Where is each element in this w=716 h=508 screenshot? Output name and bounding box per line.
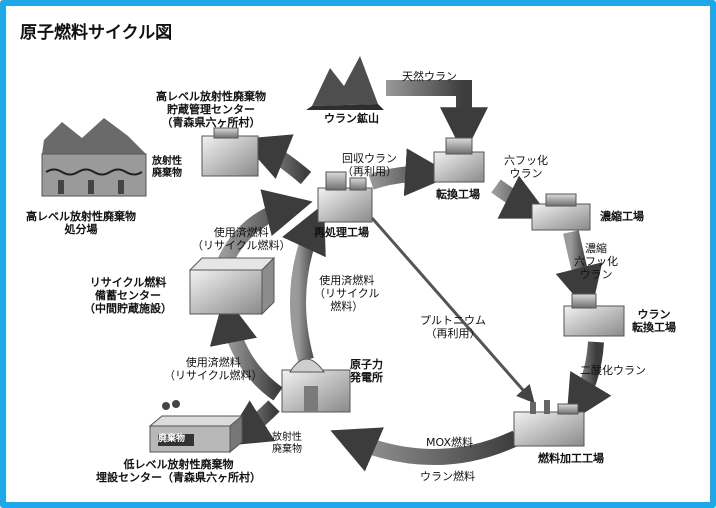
label-spent-fuel-center-line2: （リサイクル (314, 287, 380, 301)
label-recycle-storage: リサイクル燃料 備蓄センター （中間貯蔵施設） (84, 276, 172, 316)
enrichment-plant-graphic (531, 193, 591, 231)
label-recycle-storage-line3: （中間貯蔵施設） (84, 302, 172, 316)
label-high-level-storage: 高レベル放射性廃棄物 貯蔵管理センター （青森県六ヶ所村） (156, 90, 266, 130)
arrow-reprocess-to-highlevel (240, 134, 312, 185)
label-fuel-fabrication: 燃料加工工場 (538, 452, 604, 465)
label-low-level-line1: 低レベル放射性廃棄物 (123, 458, 234, 471)
recycle-storage-graphic (188, 256, 276, 316)
arrow-reconversion-to-fabrication (566, 341, 612, 425)
label-nuclear-plant: 原子力 発電所 (350, 358, 383, 384)
label-high-level-disposal-line1: 高レベル放射性廃棄物 (26, 210, 136, 223)
label-spent-fuel-upper-line1: 使用済燃料 (213, 226, 269, 239)
nuclear-plant-graphic (281, 358, 351, 413)
fuel-fabrication-graphic (513, 400, 585, 447)
label-low-level-building: 廃棄物 (158, 434, 186, 444)
label-high-level-waste-line1: 放射性 (152, 156, 182, 167)
label-radioactive-waste: 放射性 廃棄物 (272, 432, 302, 456)
cycle-arrows (209, 80, 612, 472)
label-low-level-line2: 埋設センター（青森県六ヶ所村） (96, 471, 261, 485)
label-enriched-uf6-line3: ウラン (579, 268, 613, 282)
label-recovered-uranium-line1: 回収ウラン (342, 152, 397, 165)
label-spent-fuel-left: 使用済燃料 （リサイクル燃料） (164, 356, 262, 382)
arrow-plant-to-storage (209, 295, 283, 401)
label-enriched-uf6-line1: 濃縮 (585, 242, 607, 255)
label-spent-fuel-center-line3: 燃料） (330, 300, 364, 314)
label-radioactive-waste-line2: 廃棄物 (272, 444, 302, 455)
label-reconversion-line1: ウラン (637, 308, 671, 321)
conversion-plant-graphic (433, 137, 485, 183)
label-spent-fuel-left-line2: （リサイクル燃料） (164, 369, 263, 383)
label-recovered-uranium-line2: （再利用） (342, 165, 397, 179)
label-spent-fuel-upper-line2: （リサイクル燃料） (192, 239, 291, 253)
label-uf6-line2: ウラン (509, 167, 543, 181)
cycle-diagram-graphics (41, 56, 625, 472)
label-spent-fuel-left-line1: 使用済燃料 (185, 356, 241, 369)
arrow-reprocess-to-conversion (368, 148, 454, 197)
high-level-storage-graphic (201, 127, 259, 177)
label-spent-fuel-center-line1: 使用済燃料 (319, 274, 375, 287)
label-spent-fuel-center: 使用済燃料 （リサイクル 燃料） (314, 274, 379, 314)
label-reconversion-plant: ウラン 転換工場 (632, 308, 676, 334)
label-spent-fuel-upper: 使用済燃料 （リサイクル燃料） (192, 226, 290, 252)
low-level-center-graphic (148, 400, 244, 454)
label-high-level-storage-line2: 貯蔵管理センター (167, 103, 255, 117)
label-natural-uranium: 天然ウラン (402, 70, 457, 83)
label-enrichment-plant: 濃縮工場 (600, 210, 644, 223)
label-uf6-line1: 六フッ化 (504, 154, 548, 167)
label-enriched-uf6-line2: 六フッ化 (574, 255, 618, 269)
label-uf6: 六フッ化 ウラン (504, 154, 548, 180)
arrow-plutonium (370, 217, 535, 404)
high-level-disposal-graphic (41, 118, 147, 197)
label-uranium-dioxide: 二酸化ウラン (580, 364, 646, 377)
label-recovered-uranium: 回収ウラン （再利用） (342, 152, 397, 178)
label-plutonium-line1: プルトニウム (420, 314, 486, 327)
label-high-level-waste: 放射性 廃棄物 (152, 156, 182, 180)
label-recycle-storage-line2: 備蓄センター (95, 289, 161, 303)
arrow-enrichment-to-reconversion (555, 230, 603, 315)
arrow-conversion-to-enrichment (491, 175, 552, 219)
arrow-plant-to-lowlevel (221, 400, 280, 447)
label-uranium-fuel: ウラン燃料 (420, 470, 475, 483)
label-high-level-disposal: 高レベル放射性廃棄物 処分場 (26, 210, 136, 236)
label-radioactive-waste-line1: 放射性 (272, 432, 302, 443)
label-uranium-mine: ウラン鉱山 (324, 112, 379, 125)
label-reprocessing-plant: 再処理工場 (314, 226, 369, 239)
arrow-plant-to-reprocess (282, 203, 326, 363)
label-high-level-disposal-line2: 処分場 (64, 223, 98, 237)
reprocessing-plant-graphic (317, 171, 373, 223)
label-reconversion-line2: 転換工場 (632, 321, 676, 335)
arrow-storage-to-reprocess (216, 189, 313, 268)
reconversion-plant-graphic (563, 293, 625, 337)
diagram-title: 原子燃料サイクル図 (20, 23, 173, 43)
arrow-mine-to-conversion (386, 80, 488, 156)
label-high-level-storage-line3: （青森県六ヶ所村） (161, 116, 261, 130)
label-mox-fuel: MOX燃料 (426, 436, 473, 449)
label-high-level-storage-line1: 高レベル放射性廃棄物 (156, 90, 266, 103)
label-recycle-storage-line1: リサイクル燃料 (89, 276, 167, 289)
label-enriched-uf6: 濃縮 六フッ化 ウラン (574, 242, 618, 282)
label-nuclear-plant-line2: 発電所 (350, 371, 383, 385)
label-low-level-center: 低レベル放射性廃棄物 埋設センター（青森県六ヶ所村） (96, 458, 261, 484)
label-plutonium: プルトニウム （再利用） (420, 314, 486, 340)
label-plutonium-line2: （再利用） (425, 327, 481, 341)
label-high-level-waste-line2: 廃棄物 (152, 168, 182, 179)
arrow-fabrication-to-plant (330, 427, 520, 472)
label-conversion-plant: 転換工場 (436, 188, 480, 201)
label-nuclear-plant-line1: 原子力 (350, 358, 383, 371)
uranium-mine-graphic (306, 56, 384, 110)
